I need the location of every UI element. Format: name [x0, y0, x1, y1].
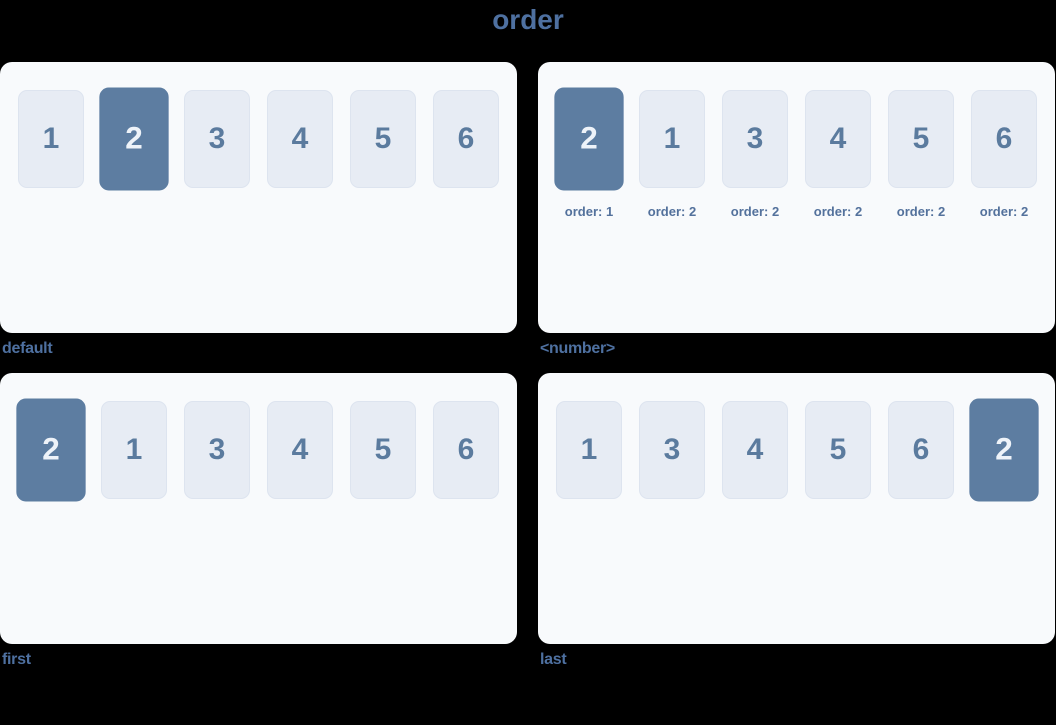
flex-item-1: 1	[639, 90, 705, 188]
flex-row: 1 3 4 5 6 2	[556, 398, 1041, 502]
flex-item-3: 3	[184, 90, 250, 188]
flex-item-2-highlighted: 2	[969, 398, 1039, 502]
flex-item-4: 4	[267, 90, 333, 188]
flex-item-3: 3	[639, 401, 705, 499]
cell-default: 1 2 3 4 5 6 default	[0, 62, 517, 358]
flex-item-6: 6	[433, 401, 499, 499]
flex-item-1: 1	[101, 401, 167, 499]
page-title: order	[492, 4, 564, 35]
panel-number: 2 order: 1 1 order: 2 3 order: 2 4 order…	[538, 62, 1055, 333]
flex-item-wrap: 4 order: 2	[805, 90, 871, 219]
panel-first: 2 1 3 4 5 6	[0, 373, 517, 644]
flex-item-4: 4	[805, 90, 871, 188]
flex-item-wrap: 3 order: 2	[722, 90, 788, 219]
flex-item-5: 5	[888, 90, 954, 188]
panel-caption-default: default	[2, 340, 53, 357]
cell-last: 1 3 4 5 6 2 last	[538, 373, 1055, 669]
flex-item-1: 1	[18, 90, 84, 188]
flex-item-6: 6	[433, 90, 499, 188]
order-value-label: order: 2	[813, 204, 863, 219]
order-value-label: order: 2	[730, 204, 780, 219]
flex-item-3: 3	[184, 401, 250, 499]
flex-item-2-highlighted: 2	[554, 87, 624, 191]
flex-item-5: 5	[805, 401, 871, 499]
flex-item-wrap: 1 order: 2	[639, 90, 705, 219]
panel-caption-last: last	[540, 651, 567, 668]
flex-row: 1 2 3 4 5 6	[18, 87, 503, 191]
order-value-label: order: 2	[979, 204, 1029, 219]
demo-grid: 1 2 3 4 5 6 default 2 order: 1 1 order: …	[0, 62, 1056, 669]
order-value-label: order: 2	[647, 204, 697, 219]
panel-last: 1 3 4 5 6 2	[538, 373, 1055, 644]
order-value-label: order: 2	[896, 204, 946, 219]
flex-row: 2 order: 1 1 order: 2 3 order: 2 4 order…	[554, 87, 1041, 219]
flex-item-6: 6	[971, 90, 1037, 188]
flex-item-1: 1	[556, 401, 622, 499]
flex-item-3: 3	[722, 90, 788, 188]
cell-first: 2 1 3 4 5 6 first	[0, 373, 517, 669]
panel-caption-first: first	[2, 651, 31, 668]
flex-row: 2 1 3 4 5 6	[16, 398, 503, 502]
flex-item-2-highlighted: 2	[16, 398, 86, 502]
order-value-label: order: 1	[564, 204, 614, 219]
flex-item-2-highlighted: 2	[99, 87, 169, 191]
panel-default: 1 2 3 4 5 6	[0, 62, 517, 333]
flex-item-4: 4	[722, 401, 788, 499]
flex-item-6: 6	[888, 401, 954, 499]
cell-number: 2 order: 1 1 order: 2 3 order: 2 4 order…	[538, 62, 1055, 358]
flex-item-4: 4	[267, 401, 333, 499]
flex-item-wrap: 2 order: 1	[554, 87, 624, 219]
flex-item-wrap: 6 order: 2	[971, 90, 1037, 219]
flex-item-5: 5	[350, 401, 416, 499]
panel-caption-number: <number>	[540, 340, 615, 357]
flex-item-5: 5	[350, 90, 416, 188]
flex-item-wrap: 5 order: 2	[888, 90, 954, 219]
